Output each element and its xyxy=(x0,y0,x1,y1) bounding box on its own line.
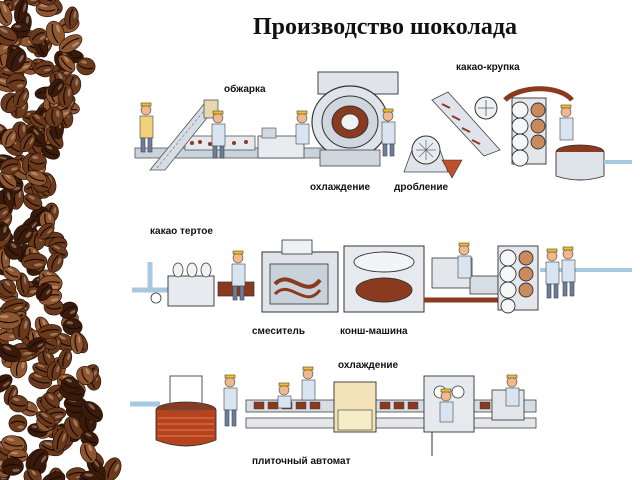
coffee-bean xyxy=(70,331,84,355)
coffee-bean xyxy=(29,27,48,45)
coffee-bean xyxy=(58,34,83,53)
row-1-roasting-line xyxy=(134,71,632,181)
coffee-bean xyxy=(45,20,65,46)
coffee-bean xyxy=(6,47,27,72)
label-cooling-2: охлаждение xyxy=(338,360,399,371)
label-cooling-1: охлаждение xyxy=(310,182,371,193)
coffee-bean xyxy=(0,158,21,175)
coffee-bean xyxy=(0,311,22,330)
coffee-bean xyxy=(29,112,47,129)
coffee-bean xyxy=(21,252,48,270)
coffee-bean xyxy=(1,128,17,148)
coffee-bean xyxy=(1,457,24,476)
coffee-bean xyxy=(14,0,28,23)
coffee-bean xyxy=(102,457,122,480)
coffee-bean xyxy=(47,78,64,97)
coffee-bean xyxy=(37,324,62,340)
coffee-bean xyxy=(40,143,61,160)
label-cocoa-mass: какао тертое xyxy=(150,226,213,237)
coffee-bean xyxy=(23,467,42,480)
coffee-bean xyxy=(35,283,53,301)
coffee-bean xyxy=(12,87,30,109)
coffee-bean xyxy=(22,193,43,211)
coffee-bean xyxy=(79,442,97,464)
coffee-bean xyxy=(0,278,17,298)
coffee-bean xyxy=(0,221,10,242)
label-bar-machine: плиточный автомат xyxy=(252,456,351,467)
label-conche: конш-машина xyxy=(340,326,408,337)
coffee-bean xyxy=(0,203,10,221)
coffee-bean xyxy=(46,361,62,381)
coffee-bean xyxy=(19,132,36,153)
coffee-bean xyxy=(36,410,56,428)
coffee-bean xyxy=(40,471,66,480)
coffee-bean xyxy=(59,301,78,319)
page-title: Производство шоколада xyxy=(252,14,518,40)
label-crushing: дробление xyxy=(394,182,449,193)
coffee-bean xyxy=(4,241,23,260)
coffee-bean xyxy=(76,57,96,76)
coffee-bean xyxy=(0,343,22,363)
label-cocoa-nibs: какао-крупка xyxy=(456,62,520,73)
coffee-bean xyxy=(62,318,83,336)
coffee-bean xyxy=(0,374,13,394)
coffee-bean xyxy=(64,6,79,30)
coffee-bean xyxy=(29,448,49,471)
coffee-bean xyxy=(46,252,64,273)
coffee-bean xyxy=(8,395,29,413)
coffee-bean xyxy=(33,60,55,75)
coffee-bean xyxy=(35,0,56,6)
row-2-mixing-line xyxy=(132,239,632,314)
coffee-bean xyxy=(0,171,17,190)
coffee-bean xyxy=(0,25,18,46)
coffee-bean xyxy=(6,73,27,92)
coffee-bean xyxy=(58,348,73,369)
label-mixer: смеситель xyxy=(252,326,306,337)
coffee-bean xyxy=(44,106,64,128)
coffee-bean xyxy=(26,336,46,352)
coffee-bean xyxy=(37,222,55,240)
coffee-bean xyxy=(25,170,47,186)
coffee-bean xyxy=(40,392,60,412)
label-roasting: обжарка xyxy=(224,84,266,95)
coffee-bean xyxy=(0,0,13,26)
coffee-bean xyxy=(13,224,34,245)
coffee-bean xyxy=(8,414,28,433)
coffee-bean xyxy=(60,376,80,394)
coffee-bean xyxy=(2,266,21,282)
coffee-bean xyxy=(76,366,95,385)
coffee-bean xyxy=(81,401,103,423)
row-3-molding-line xyxy=(130,366,537,456)
coffee-bean xyxy=(79,470,106,480)
coffee-bean xyxy=(52,427,68,453)
coffee-bean xyxy=(1,435,26,453)
coffee-bean xyxy=(57,54,76,73)
coffee-bean xyxy=(0,298,27,314)
